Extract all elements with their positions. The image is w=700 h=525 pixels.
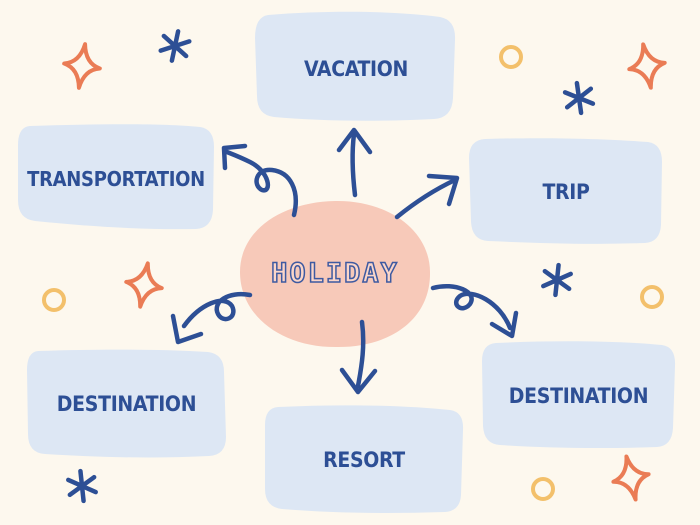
- ring-icon: [42, 288, 66, 312]
- arrow-to-trip: [394, 173, 460, 220]
- label-vacation: VACATION: [303, 57, 409, 81]
- asterisk-icon: [541, 262, 573, 298]
- label-trip: TRIP: [542, 180, 590, 204]
- arrow-to-destination-left: [170, 291, 253, 345]
- arrow-to-resort: [339, 319, 378, 395]
- box-destination-right: [482, 341, 676, 449]
- sparkle-icon: [611, 454, 651, 502]
- box-transportation: [18, 124, 214, 230]
- center-blob: [240, 200, 431, 348]
- ring-icon: [531, 477, 555, 501]
- sparkle-icon: [124, 261, 164, 309]
- box-destination-left: [27, 349, 226, 458]
- box-vacation: [255, 11, 456, 121]
- ring-icon: [640, 285, 664, 309]
- label-destination-left: DESTINATION: [56, 392, 197, 416]
- center-label-holiday: HOLIDAY: [270, 257, 399, 290]
- asterisk-icon: [158, 29, 192, 63]
- asterisk-icon: [66, 468, 98, 504]
- arrow-to-transportation: [221, 143, 298, 218]
- box-resort: [265, 405, 464, 513]
- arrow-to-destination-right: [430, 284, 519, 339]
- label-resort: RESORT: [323, 448, 405, 472]
- box-trip: [469, 138, 662, 244]
- ring-icon: [499, 45, 523, 69]
- label-transportation: TRANSPORTATION: [27, 167, 205, 191]
- label-destination-right: DESTINATION: [508, 384, 649, 408]
- sparkle-icon: [627, 42, 667, 90]
- arrow-to-vacation: [336, 127, 373, 198]
- sparkle-icon: [62, 42, 102, 90]
- asterisk-icon: [562, 80, 596, 116]
